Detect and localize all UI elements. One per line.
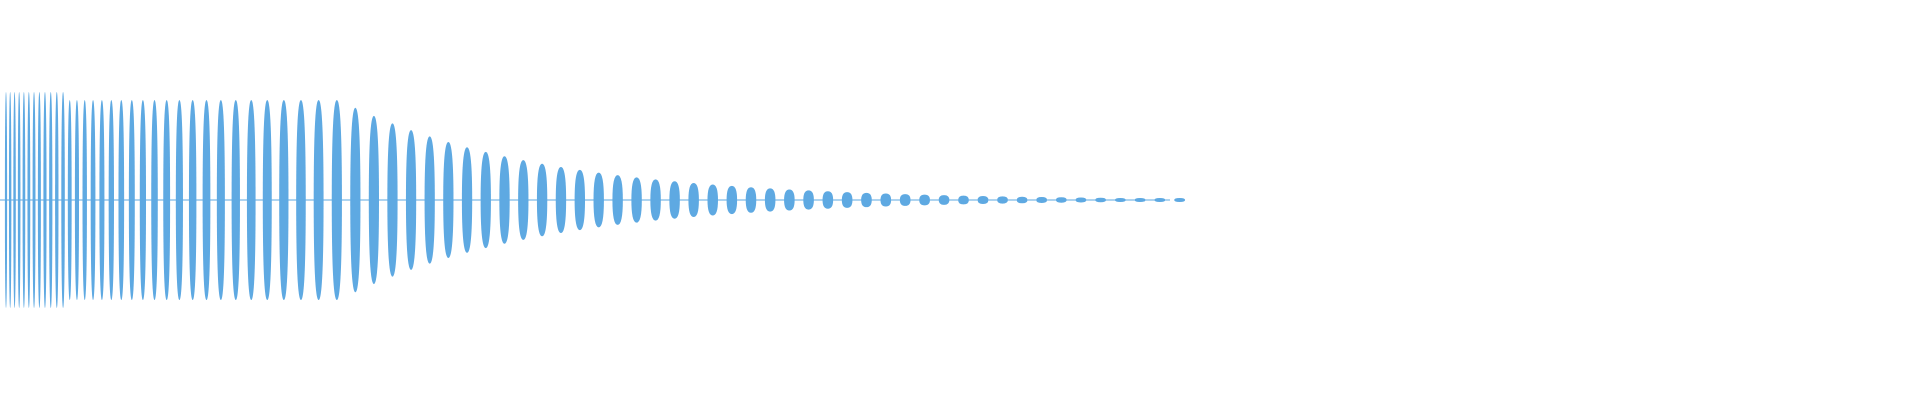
waveform-lobe (1174, 198, 1186, 202)
